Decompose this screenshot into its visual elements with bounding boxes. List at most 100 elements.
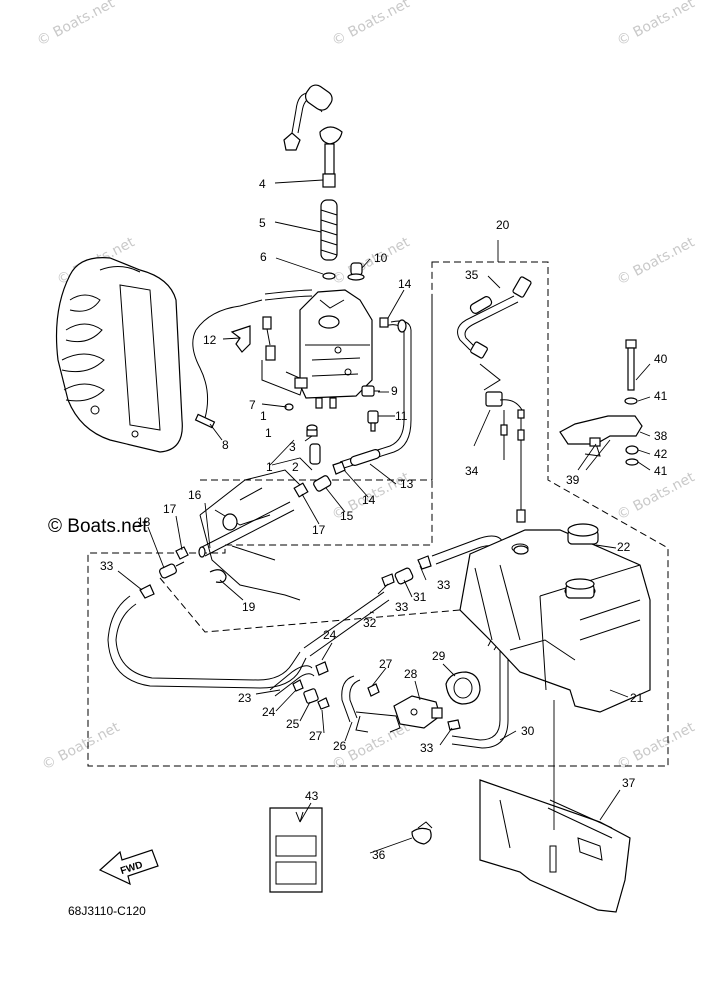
hose-16	[198, 501, 295, 558]
inner-group-boundary	[159, 577, 461, 633]
callout-39: 39	[566, 473, 580, 487]
filter-29	[445, 671, 481, 705]
callout-24: 24	[323, 628, 337, 642]
callout-3: 3	[289, 440, 296, 454]
callout-41: 41	[654, 464, 668, 478]
callout-43: 43	[305, 789, 319, 803]
callout-2: 2	[292, 460, 299, 474]
o-ring	[322, 272, 336, 280]
main-oil-tank	[459, 529, 651, 713]
callout-14: 14	[398, 277, 412, 291]
callout-33: 33	[395, 600, 409, 614]
callout-6: 6	[260, 250, 267, 264]
callout-31: 31	[413, 590, 427, 604]
callout-25: 25	[286, 717, 300, 731]
callout-15: 15	[340, 509, 354, 523]
watermark: © Boats.net	[34, 0, 117, 50]
fitting-9	[361, 385, 380, 397]
hose-33-left	[107, 584, 307, 689]
callout-27: 27	[379, 657, 393, 671]
callout-29: 29	[432, 649, 446, 663]
oil-strainer	[320, 199, 338, 261]
callout-8: 8	[222, 438, 229, 452]
mounting-plate	[479, 779, 631, 913]
callout-16: 16	[188, 488, 202, 502]
hose-23	[269, 661, 329, 697]
watermark: © Boats.net	[614, 0, 697, 50]
callout-32: 32	[363, 616, 377, 630]
vent-cap	[347, 262, 365, 281]
bolt-40	[625, 339, 637, 391]
upper-group-boundary	[200, 300, 433, 481]
cylinder-head	[55, 257, 183, 453]
caution-label	[269, 807, 323, 893]
watermark: © Boats.net	[614, 719, 697, 773]
oil-pump	[355, 695, 461, 733]
wire-clamp	[230, 325, 251, 353]
leader-lines	[117, 179, 651, 854]
sub-oil-tank	[299, 289, 373, 409]
callout-5: 5	[259, 216, 266, 230]
hose-13	[339, 317, 412, 469]
callout-9: 9	[391, 384, 398, 398]
sensor-lead-wire	[283, 84, 343, 188]
fwd-arrow: FWD	[98, 849, 159, 886]
joint-31	[381, 567, 414, 587]
watermark: © Boats.net	[329, 0, 412, 50]
clip-14b	[332, 461, 346, 475]
callout-24: 24	[262, 705, 276, 719]
fittings-24-25-27	[292, 679, 330, 710]
callout-35: 35	[465, 268, 479, 282]
watermark: © Boats.net	[614, 234, 697, 288]
clip-19	[209, 569, 227, 583]
breather-hose	[192, 289, 313, 429]
callout-30: 30	[521, 724, 535, 738]
hose-32	[303, 591, 390, 657]
callout-23: 23	[238, 691, 252, 705]
callout-numbers: 1 1 1 2 3 4 5 6 7 8 9 10 11 12 13 14 14 …	[100, 177, 668, 862]
washer-41b	[625, 458, 639, 466]
watermark: © Boats.net	[39, 719, 122, 773]
callout-33: 33	[437, 578, 451, 592]
connector-15	[293, 475, 332, 498]
diagram-code: 68J3110-C120	[68, 904, 146, 918]
callout-42: 42	[654, 447, 668, 461]
callout-28: 28	[404, 667, 418, 681]
callout-7: 7	[249, 398, 256, 412]
wire-harness	[457, 276, 532, 359]
callout-11: 11	[395, 409, 408, 423]
group-boundaries	[87, 261, 669, 767]
callout-18: 18	[137, 515, 151, 529]
callout-33: 33	[100, 559, 114, 573]
callout-41: 41	[654, 389, 668, 403]
hose-30	[451, 650, 509, 749]
hose-clamp	[411, 821, 433, 845]
fitting-2-3	[306, 424, 321, 465]
callout-34: 34	[465, 464, 479, 478]
callout-33: 33	[420, 741, 434, 755]
callout-1: 1	[266, 460, 273, 474]
callout-26: 26	[333, 739, 347, 753]
oil-level-switch	[261, 316, 308, 411]
washer-41	[624, 397, 638, 405]
nut-42	[625, 445, 639, 455]
callout-14: 14	[362, 493, 376, 507]
callout-10: 10	[374, 251, 388, 265]
callout-1: 1	[260, 409, 267, 423]
bolt-11	[367, 410, 379, 432]
callout-17: 17	[312, 523, 326, 537]
callout-12: 12	[203, 333, 217, 347]
callout-19: 19	[242, 600, 256, 614]
callout-22: 22	[617, 540, 631, 554]
callout-38: 38	[654, 429, 668, 443]
callout-1: 1	[265, 426, 272, 440]
callout-20: 20	[496, 218, 510, 232]
callout-13: 13	[400, 477, 414, 491]
callout-17: 17	[163, 502, 177, 516]
callout-27: 27	[309, 729, 323, 743]
callout-4: 4	[259, 177, 266, 191]
callout-40: 40	[654, 352, 668, 366]
bracket-38	[559, 415, 643, 457]
